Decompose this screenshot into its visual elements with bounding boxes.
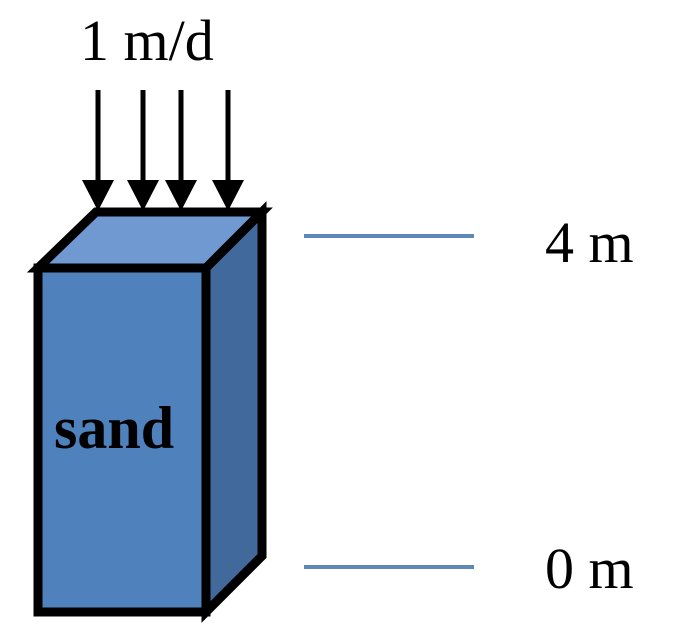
- infiltration-arrows: [82, 90, 244, 211]
- bottom-level-label: 0 m: [545, 536, 634, 601]
- column-side-face: [201, 201, 267, 623]
- material-label: sand: [54, 395, 175, 461]
- flux-label: 1 m/d: [80, 8, 214, 73]
- infiltration-arrow: [165, 90, 197, 211]
- infiltration-arrow: [127, 90, 159, 211]
- infiltration-arrow: [212, 90, 244, 211]
- infiltration-arrow: [82, 90, 114, 211]
- sand-column: [26, 201, 273, 623]
- top-level-label: 4 m: [545, 210, 634, 275]
- column-front-face: [33, 263, 211, 617]
